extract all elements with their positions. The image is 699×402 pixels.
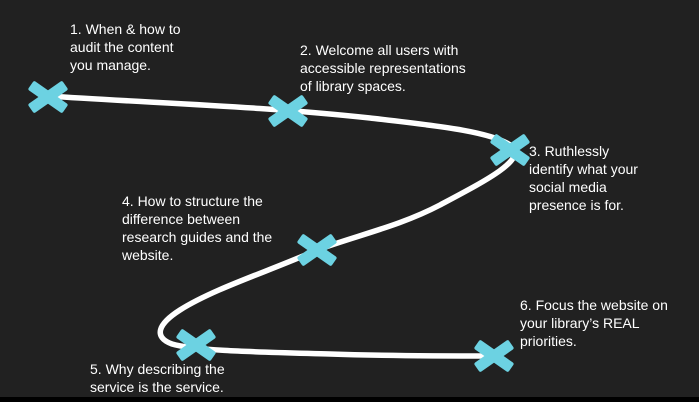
milestone-marker-6: [471, 336, 517, 376]
step-2-label: 2. Welcome all users with accessible rep…: [300, 42, 466, 94]
milestone-marker-1: [25, 77, 71, 117]
letterbox-bar: [0, 397, 699, 402]
milestone-marker-2: [265, 91, 311, 131]
x-marker-icon: [28, 81, 68, 113]
step-5-label: 5. Why describing the service is the ser…: [90, 361, 225, 395]
x-marker-icon: [268, 95, 308, 127]
step-3-label: 3. Ruthlessly identify what your social …: [529, 143, 638, 213]
x-marker-icon: [297, 234, 337, 266]
step-6-label: 6. Focus the website on your library’s R…: [520, 297, 668, 349]
milestone-marker-5: [173, 325, 219, 365]
milestone-marker-3: [487, 130, 533, 170]
step-4-label: 4. How to structure the difference betwe…: [122, 193, 273, 263]
milestone-marker-4: [294, 230, 340, 270]
x-marker-icon: [176, 329, 216, 361]
x-marker-icon: [474, 340, 514, 372]
step-1-label: 1. When & how to audit the content you m…: [70, 21, 181, 73]
x-marker-icon: [490, 134, 530, 166]
